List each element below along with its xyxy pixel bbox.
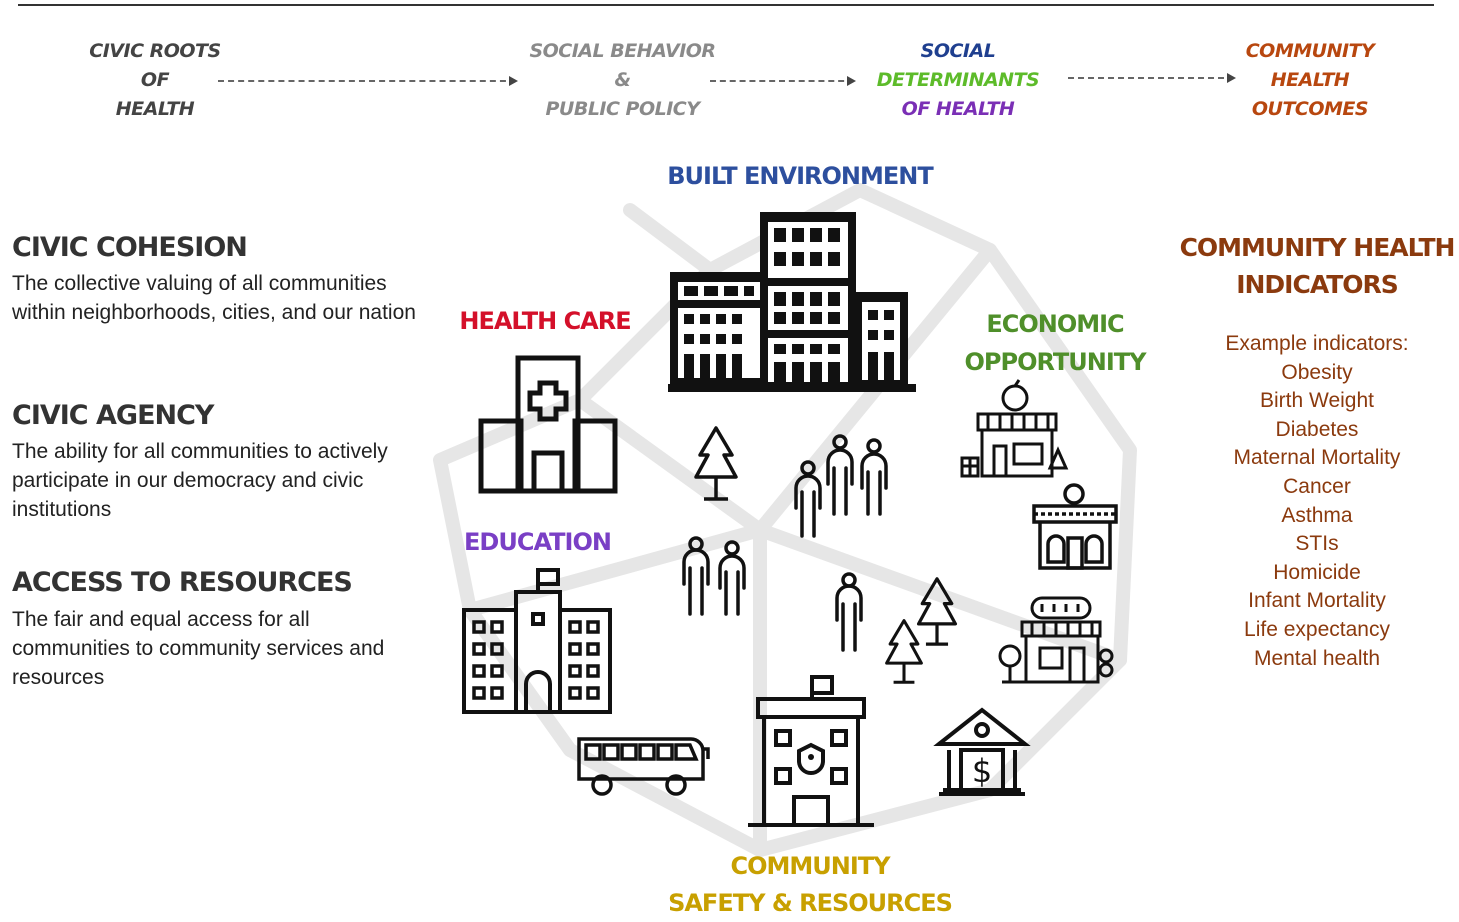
civic-agency-desc: The ability for all communities to activ… [12, 440, 388, 521]
flow-community-outcomes: COMMUNITY HEALTH OUTCOMES [1215, 37, 1405, 124]
flow-outcomes-line2: HEALTH [1270, 69, 1350, 91]
flow-social-behavior-line2: & [614, 69, 631, 91]
built-environment-label: BUILT ENVIRONMENT [667, 162, 933, 190]
flow-arrow-3 [1068, 73, 1236, 83]
indicators-title: COMMUNITY HEALTH INDICATORS [1172, 229, 1459, 303]
indicators-title-line1: COMMUNITY HEALTH [1179, 233, 1456, 262]
flow-outcomes-line1: COMMUNITY [1245, 40, 1375, 62]
flow-civic-roots-line2: OF [140, 69, 170, 91]
access-resources-desc: The fair and equal access for all commun… [12, 608, 385, 689]
flow-social-line: SOCIAL [920, 40, 996, 62]
hospital-icon [478, 355, 618, 494]
indicator-item: STIs [1295, 532, 1339, 556]
tree-icon-2 [916, 577, 958, 646]
flow-civic-roots-line1: CIVIC ROOTS [89, 40, 221, 62]
flow-social-determinants: SOCIAL DETERMINANTS OF HEALTH [858, 37, 1058, 124]
flow-of-health-line: OF HEALTH [901, 98, 1015, 120]
storefront-icon [1032, 483, 1118, 570]
flow-social-behavior-line1: SOCIAL BEHAVIOR [529, 40, 716, 62]
flow-civic-roots: CIVIC ROOTS OF HEALTH [60, 37, 250, 124]
indicators-list: Example indicators: Obesity Birth Weight… [1172, 330, 1459, 673]
indicator-item: Mental health [1253, 646, 1381, 670]
bank-icon: $ [933, 707, 1031, 796]
indicator-item: Asthma [1281, 503, 1353, 527]
indicator-item: Cancer [1283, 474, 1351, 498]
market-stall-icon [960, 379, 1069, 478]
city-buildings-icon [668, 212, 916, 392]
indicator-item: Maternal Mortality [1233, 446, 1401, 470]
top-rule [18, 4, 1434, 6]
tree-icon-3 [885, 619, 923, 684]
shop-awning-icon [998, 596, 1114, 684]
civic-cohesion-desc: The collective valuing of all communitie… [12, 272, 416, 324]
indicator-item: Infant Mortality [1248, 589, 1386, 613]
people-group-icon [794, 434, 888, 538]
person-icon [835, 572, 863, 652]
flow-arrow-1 [218, 76, 518, 86]
indicators-intro: Example indicators: [1225, 332, 1409, 355]
civic-agency-title: CIVIC AGENCY [12, 400, 214, 431]
education-label: EDUCATION [464, 528, 612, 556]
indicators-title-line2: INDICATORS [1236, 270, 1399, 299]
access-resources-title: ACCESS TO RESOURCES [12, 567, 353, 598]
indicator-item: Obesity [1281, 360, 1353, 384]
economic-label-line1: ECONOMIC [986, 310, 1124, 338]
flow-civic-roots-line3: HEALTH [115, 98, 195, 120]
tree-icon [694, 426, 738, 501]
flow-determinants-line: DETERMINANTS [876, 69, 1040, 91]
indicator-item: Homicide [1273, 560, 1361, 584]
economic-opportunity-label: ECONOMIC OPPORTUNITY [940, 305, 1170, 381]
community-safety-label: COMMUNITY SAFETY & RESOURCES [640, 848, 980, 922]
school-icon [462, 568, 612, 714]
police-station-icon [748, 675, 874, 827]
people-pair-icon [682, 536, 746, 616]
indicator-item: Diabetes [1275, 417, 1359, 441]
economic-label-line2: OPPORTUNITY [964, 348, 1146, 376]
flow-outcomes-line3: OUTCOMES [1251, 98, 1369, 120]
indicator-item: Life expectancy [1244, 617, 1390, 641]
civic-cohesion-title: CIVIC COHESION [12, 232, 248, 263]
svg-text:$: $ [972, 752, 992, 790]
bus-icon [577, 737, 710, 796]
health-care-label: HEALTH CARE [459, 307, 631, 335]
flow-social-behavior: SOCIAL BEHAVIOR & PUBLIC POLICY [510, 37, 735, 124]
indicator-item: Birth Weight [1260, 389, 1374, 413]
flow-arrow-2 [710, 76, 856, 86]
safety-label-line1: COMMUNITY [730, 852, 890, 880]
flow-social-behavior-line3: PUBLIC POLICY [545, 98, 700, 120]
safety-label-line2: SAFETY & RESOURCES [668, 889, 953, 917]
